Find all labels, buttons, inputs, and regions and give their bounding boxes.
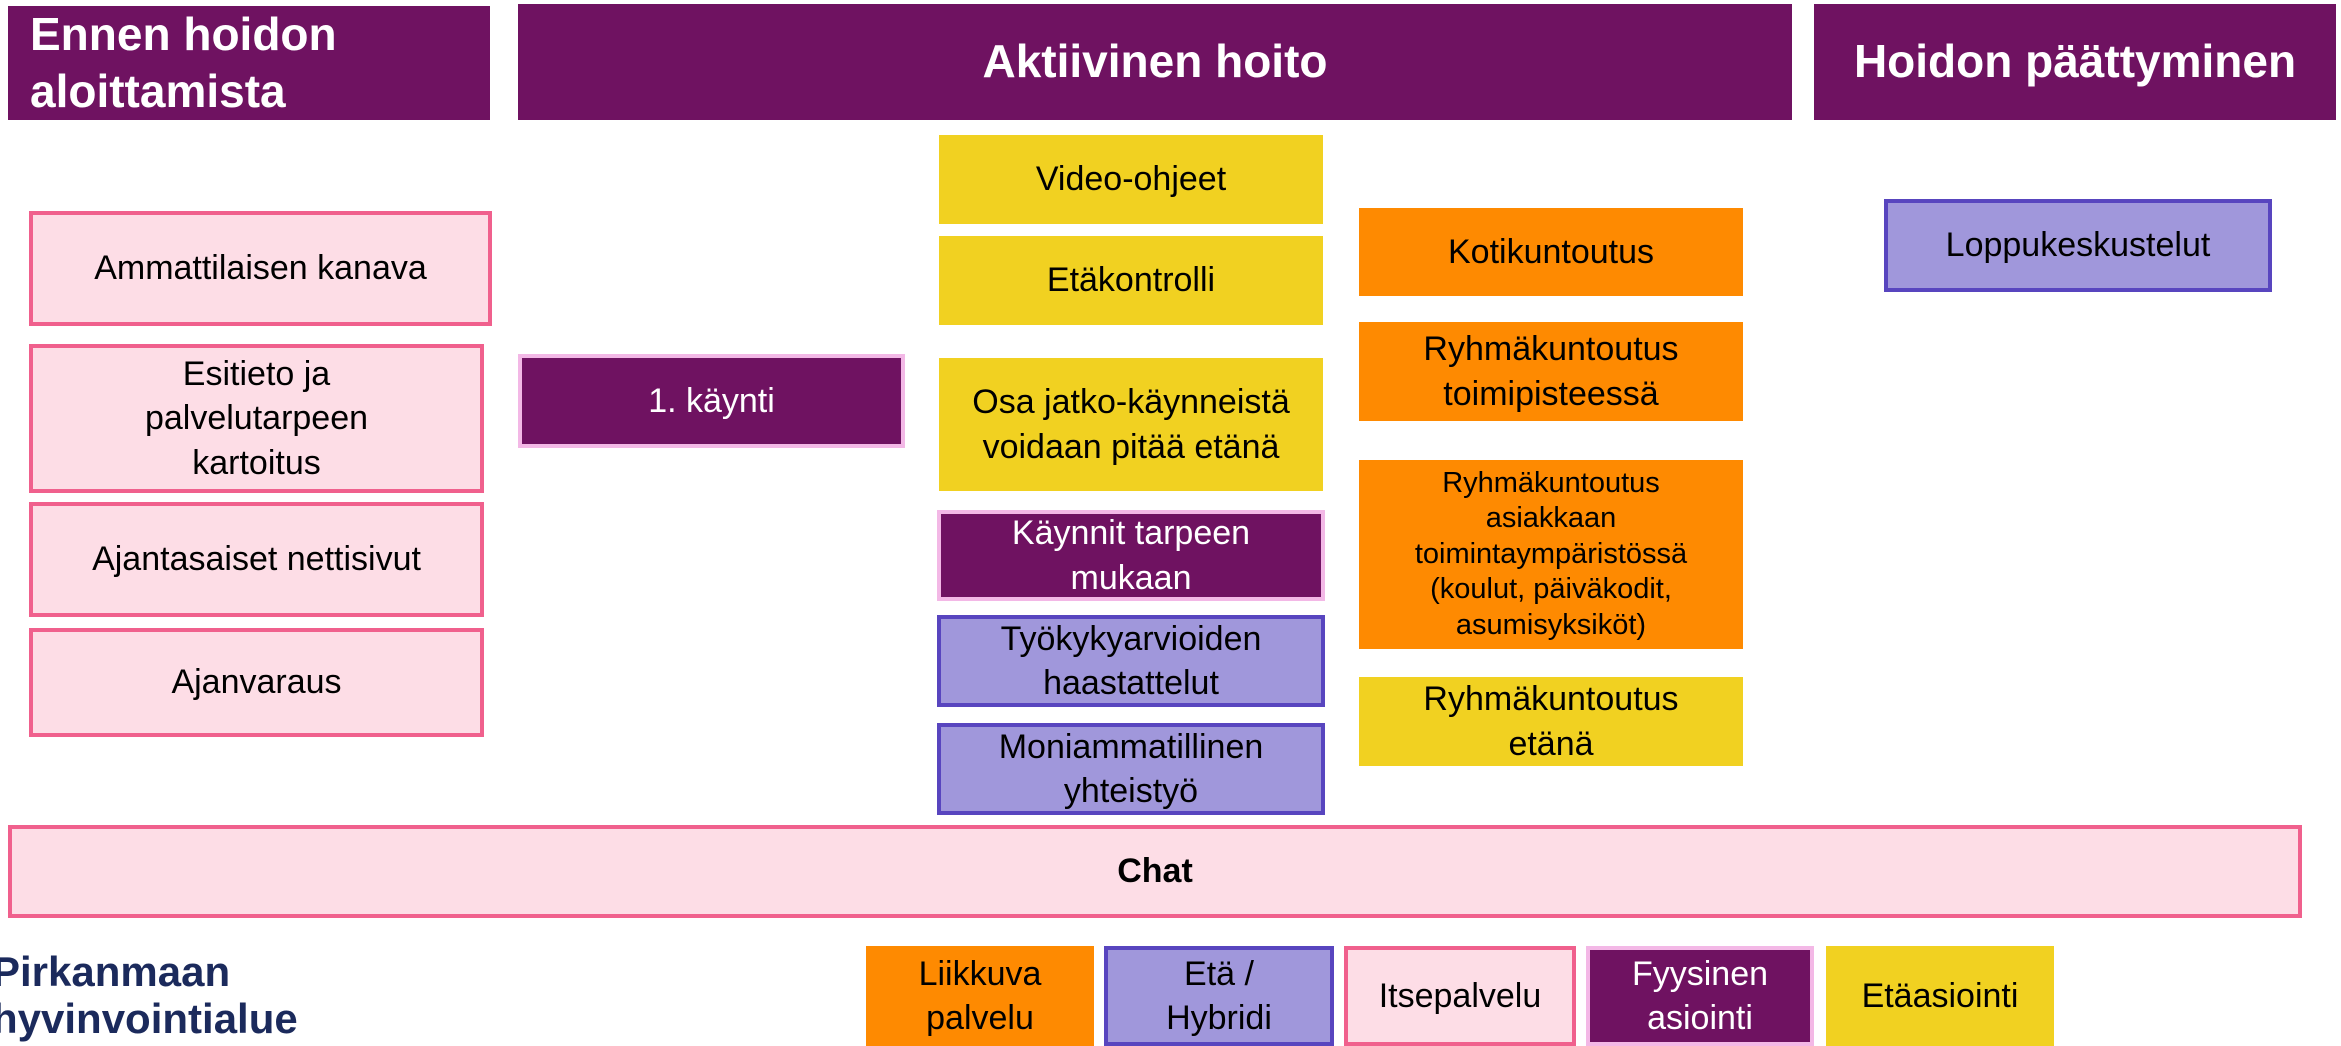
header-before-treatment-label: Ennen hoidon aloittamista (30, 7, 337, 118)
legend-self-service-label: Itsepalvelu (1378, 976, 1542, 1015)
box-home-rehabilitation: Kotikuntoutus (1359, 208, 1743, 296)
box-professional-channel-label: Ammattilaisen kanava (94, 249, 427, 288)
legend-remote-hybrid: Etä / Hybridi (1104, 946, 1334, 1046)
legend-mobile-service-label: Liikkuva palvelu (918, 954, 1042, 1037)
header-treatment-end-label: Hoidon päättyminen (1853, 35, 2297, 88)
box-multiprofessional-cooperation: Moniammatillinen yhteistyö (937, 723, 1325, 815)
box-remote-control-label: Etäkontrolli (1046, 261, 1216, 300)
header-before-treatment: Ennen hoidon aloittamista (8, 6, 490, 120)
box-group-rehab-office: Ryhmäkuntoutus toimipisteessä (1359, 322, 1743, 421)
legend-remote-visit-label: Etäasiointi (1861, 976, 2019, 1015)
box-final-discussions-label: Loppukeskustelut (1945, 226, 2211, 265)
box-work-ability-interviews-label: Työkykyarvioiden haastattelut (1000, 619, 1262, 702)
box-remote-control: Etäkontrolli (939, 236, 1323, 325)
organization-logo-text: Pirkanmaan hyvinvointialue (0, 948, 298, 1043)
legend-physical-visit: Fyysinen asiointi (1586, 946, 1814, 1046)
chat-bar: Chat (8, 825, 2302, 918)
box-video-instructions: Video-ohjeet (939, 135, 1323, 224)
legend-physical-visit-label: Fyysinen asiointi (1631, 954, 1769, 1037)
box-preliminary-info-label: Esitieto ja palvelutarpeen kartoitus (144, 355, 369, 482)
box-up-to-date-websites: Ajantasaiset nettisivut (29, 502, 484, 617)
box-group-rehab-client-environment-label: Ryhmäkuntoutus asiakkaan toimintaympäris… (1414, 467, 1688, 641)
chat-label: Chat (1117, 852, 1193, 891)
box-professional-channel: Ammattilaisen kanava (29, 211, 492, 326)
box-first-visit: 1. käynti (518, 354, 905, 448)
box-appointment-booking-label: Ajanvaraus (171, 663, 342, 702)
header-active-treatment-label: Aktiivinen hoito (982, 35, 1328, 88)
header-treatment-end: Hoidon päättyminen (1814, 4, 2336, 120)
box-preliminary-info: Esitieto ja palvelutarpeen kartoitus (29, 344, 484, 493)
box-group-rehab-client-environment: Ryhmäkuntoutus asiakkaan toimintaympäris… (1359, 460, 1743, 649)
box-first-visit-label: 1. käynti (648, 381, 775, 420)
box-home-rehabilitation-label: Kotikuntoutus (1447, 232, 1655, 271)
legend-remote-visit: Etäasiointi (1826, 946, 2054, 1046)
legend-self-service: Itsepalvelu (1344, 946, 1576, 1046)
box-group-rehab-remote: Ryhmäkuntoutus etänä (1359, 677, 1743, 766)
box-multiprofessional-cooperation-label: Moniammatillinen yhteistyö (998, 727, 1264, 810)
box-appointment-booking: Ajanvaraus (29, 628, 484, 737)
box-visits-as-needed-label: Käynnit tarpeen mukaan (1011, 514, 1251, 597)
box-remote-follow-ups: Osa jatko-käynneistä voidaan pitää etänä (939, 358, 1323, 491)
legend-mobile-service: Liikkuva palvelu (866, 946, 1094, 1046)
box-video-instructions-label: Video-ohjeet (1035, 160, 1227, 199)
box-final-discussions: Loppukeskustelut (1884, 199, 2272, 292)
box-visits-as-needed: Käynnit tarpeen mukaan (937, 510, 1325, 601)
box-work-ability-interviews: Työkykyarvioiden haastattelut (937, 615, 1325, 707)
organization-logo: Pirkanmaan hyvinvointialue (0, 948, 298, 1043)
box-group-rehab-office-label: Ryhmäkuntoutus toimipisteessä (1423, 330, 1679, 413)
header-active-treatment: Aktiivinen hoito (518, 4, 1792, 120)
legend-remote-hybrid-label: Etä / Hybridi (1166, 954, 1272, 1037)
box-up-to-date-websites-label: Ajantasaiset nettisivut (92, 540, 421, 579)
box-group-rehab-remote-label: Ryhmäkuntoutus etänä (1423, 680, 1679, 763)
box-remote-follow-ups-label: Osa jatko-käynneistä voidaan pitää etänä (972, 383, 1290, 466)
